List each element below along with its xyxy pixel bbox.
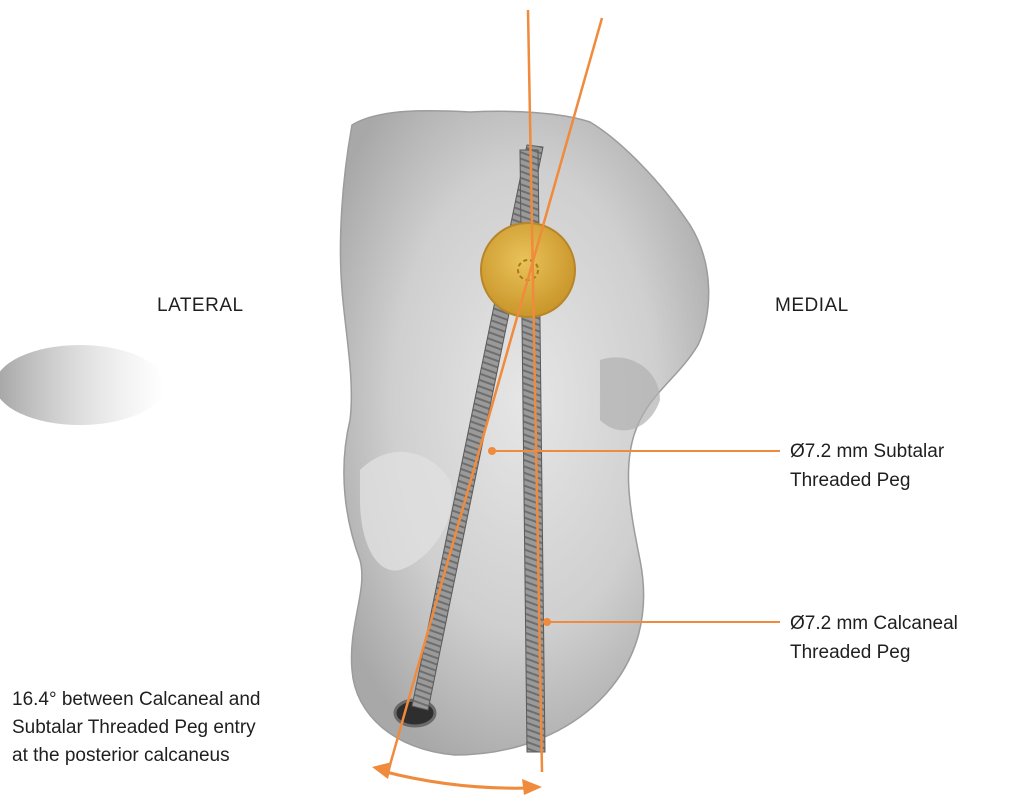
calcaneal-peg-callout: Ø7.2 mm Calcaneal Threaded Peg xyxy=(790,609,958,667)
calcaneal-callout-line2: Threaded Peg xyxy=(790,638,958,667)
lateral-label: LATERAL xyxy=(157,295,244,317)
subtalar-callout-line2: Threaded Peg xyxy=(790,466,944,495)
angle-note-line3: at the posterior calcaneus xyxy=(12,742,260,770)
angle-note-line1: 16.4° between Calcaneal and xyxy=(12,686,260,714)
angle-arc xyxy=(382,771,530,788)
background-smudge xyxy=(0,345,165,425)
subtalar-callout-line1: Ø7.2 mm Subtalar xyxy=(790,437,944,466)
medial-label: MEDIAL xyxy=(775,295,849,317)
calcaneal-callout-line1: Ø7.2 mm Calcaneal xyxy=(790,609,958,638)
subtalar-peg-callout: Ø7.2 mm Subtalar Threaded Peg xyxy=(790,437,944,495)
angle-arrow-left xyxy=(372,762,392,779)
subtalar-callout-dot xyxy=(488,447,496,455)
peg-head-disc xyxy=(481,223,575,317)
calcaneal-callout-dot xyxy=(543,618,551,626)
angle-note: 16.4° between Calcaneal and Subtalar Thr… xyxy=(12,686,260,770)
angle-note-line2: Subtalar Threaded Peg entry xyxy=(12,714,260,742)
angle-arrow-right xyxy=(522,779,542,795)
